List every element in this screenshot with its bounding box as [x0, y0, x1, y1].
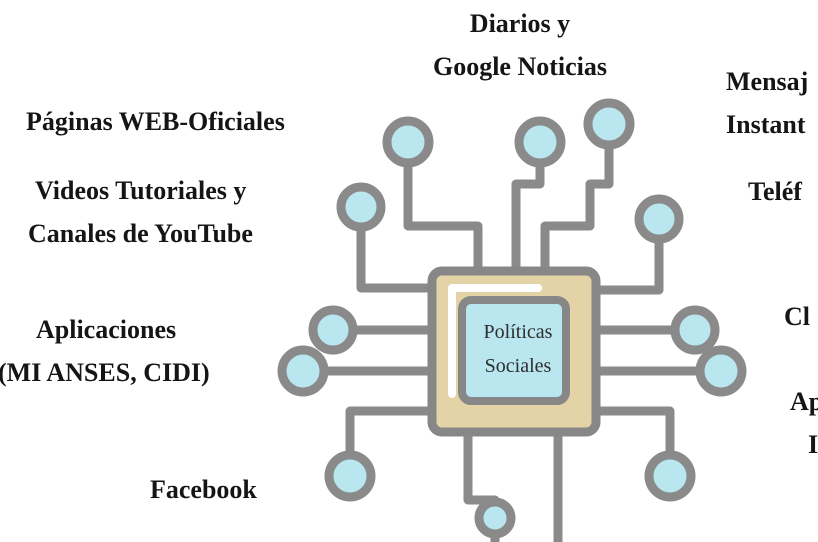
label-videos-line2: Canales de YouTube — [28, 219, 253, 248]
circuit-traces — [319, 140, 705, 542]
chip-highlight — [448, 284, 542, 398]
label-facebook: Facebook — [150, 475, 257, 504]
circuit-nodes — [277, 98, 747, 539]
node-right-1 — [670, 305, 720, 355]
node-top-1 — [382, 116, 434, 168]
label-aplicaciones: Aplicaciones (MI ANSES, CIDI) — [0, 308, 210, 394]
center-label-line1: Políticas — [483, 321, 553, 343]
trace-top-5 — [356, 221, 437, 293]
node-top-3 — [583, 98, 635, 150]
label-right-a: Ap I — [790, 380, 818, 466]
label-aplicaciones-line2: (MI ANSES, CIDI) — [0, 358, 210, 387]
label-diarios-line2: Google Noticias — [432, 52, 608, 81]
trace-bottom-1 — [345, 406, 437, 460]
label-right-a-line2: I — [808, 430, 818, 459]
label-mensajeria-line2: Instant — [726, 110, 806, 139]
label-paginas-web: Páginas WEB-Oficiales — [26, 107, 285, 136]
label-diarios: Diarios y Google Noticias — [370, 2, 670, 88]
node-right-2 — [695, 345, 747, 397]
label-aplicaciones-line1: Aplicaciones — [36, 315, 177, 344]
label-telefono: Teléf — [748, 177, 802, 206]
node-left-2 — [277, 345, 329, 397]
chip-core — [458, 296, 570, 405]
label-videos: Videos Tutoriales y Canales de YouTube — [28, 169, 253, 255]
label-mensajeria-line1: Mensaj — [726, 67, 809, 96]
center-label: Políticas Sociales — [462, 315, 574, 383]
node-top-2 — [514, 116, 566, 168]
trace-bottom-4 — [591, 406, 675, 460]
node-left-1 — [308, 305, 358, 355]
trace-right-1 — [591, 253, 664, 295]
node-top-4 — [634, 194, 684, 244]
label-diarios-line1: Diarios y — [469, 9, 571, 38]
node-top-5 — [336, 182, 386, 232]
trace-top-1 — [403, 158, 483, 276]
node-bottom-3 — [474, 497, 516, 539]
trace-top-3 — [540, 140, 614, 276]
trace-top-2 — [511, 158, 545, 276]
label-mensajeria: Mensaj Instant — [726, 60, 808, 146]
label-videos-line1: Videos Tutoriales y — [35, 176, 247, 205]
center-label-line2: Sociales — [484, 355, 552, 377]
node-bottom-1 — [324, 450, 376, 502]
label-right-c: Cl — [784, 302, 810, 331]
node-bottom-2 — [644, 450, 696, 502]
label-right-a-line1: Ap — [790, 387, 818, 416]
